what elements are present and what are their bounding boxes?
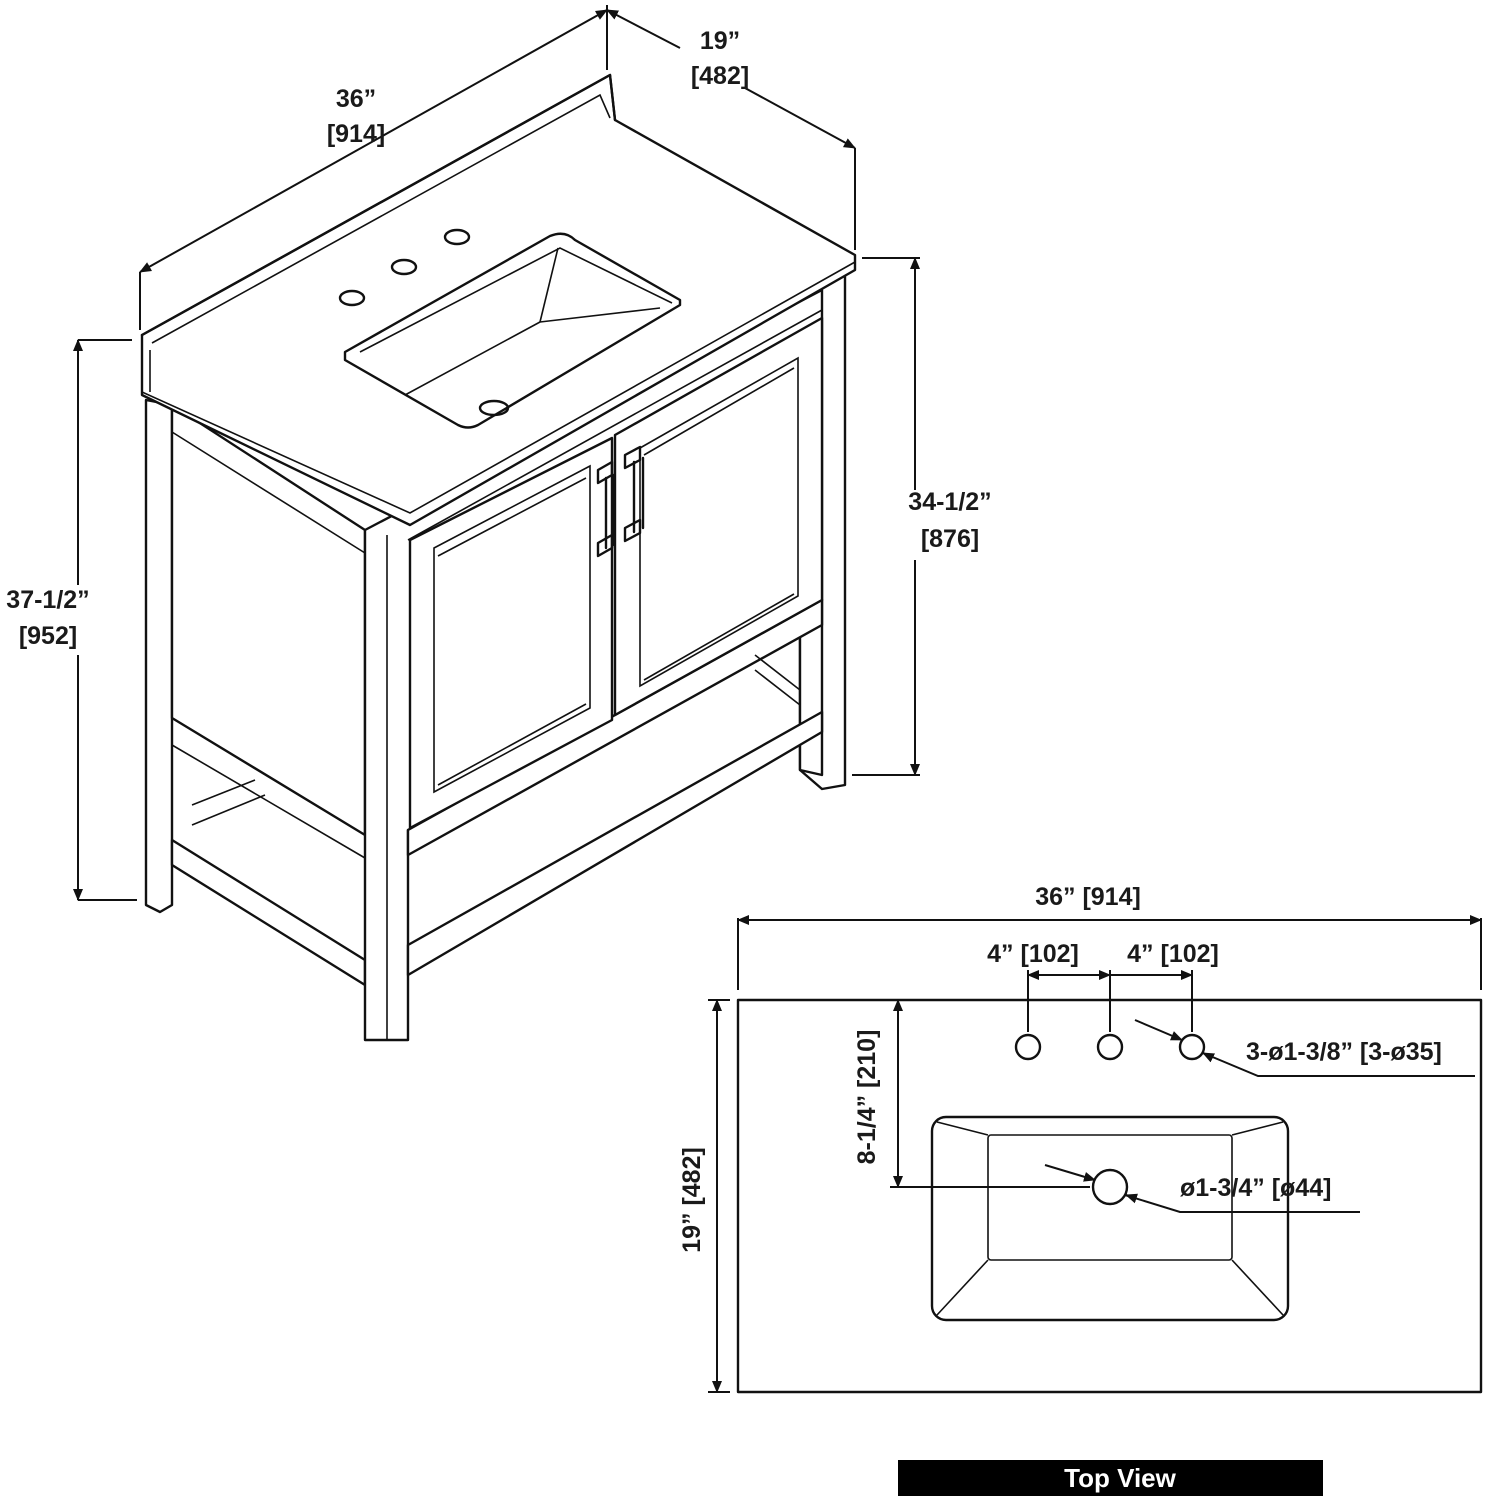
iso-dimensions (73, 5, 920, 901)
label-hole-spacing-left: 4” [102] (987, 940, 1079, 968)
label-counter-height-in: 34-1/2” (908, 488, 991, 516)
label-width-in: 36” (336, 85, 376, 113)
right-door (613, 316, 824, 717)
top-view-sink-inner (987, 1134, 1233, 1261)
label-drain: ø1-3/4” [ø44] (1180, 1174, 1331, 1202)
back-left-leg (144, 398, 174, 914)
top-view-faucet-hole-2 (1096, 1033, 1124, 1061)
left-door (408, 436, 614, 830)
top-view-drain (1091, 1168, 1129, 1206)
faucet-hole-1 (338, 289, 366, 307)
label-overall-height-in: 37-1/2” (6, 586, 89, 614)
label-depth-in: 19” (700, 27, 740, 55)
top-view-dimensions (708, 915, 1482, 1393)
label-width-mm: [914] (327, 120, 385, 148)
label-counter-height-mm: [876] (921, 525, 979, 553)
door-handle-left (596, 460, 616, 558)
label-hole-spacing-right: 4” [102] (1127, 940, 1219, 968)
top-view-title: Top View (1064, 1463, 1176, 1493)
top-view-sink-outer (930, 1115, 1290, 1322)
front-shelf-rail (406, 710, 824, 977)
top-view-faucet-hole-3 (1178, 1033, 1206, 1061)
door-handle-right (623, 445, 645, 543)
top-view-banner (898, 1460, 1323, 1496)
top-view-faucet-hole-1 (1014, 1033, 1042, 1061)
label-drain-offset: 8-1/4” [210] (853, 1030, 881, 1165)
isometric-vanity (140, 73, 857, 1042)
label-top-width: 36” [914] (1035, 883, 1141, 911)
label-faucet-holes: 3-ø1-3/8” [3-ø35] (1246, 1038, 1442, 1066)
label-overall-height-mm: [952] (19, 622, 77, 650)
left-shelf-rail (170, 838, 367, 987)
label-depth-mm: [482] (691, 62, 749, 90)
label-top-depth: 19” [482] (678, 1147, 706, 1253)
